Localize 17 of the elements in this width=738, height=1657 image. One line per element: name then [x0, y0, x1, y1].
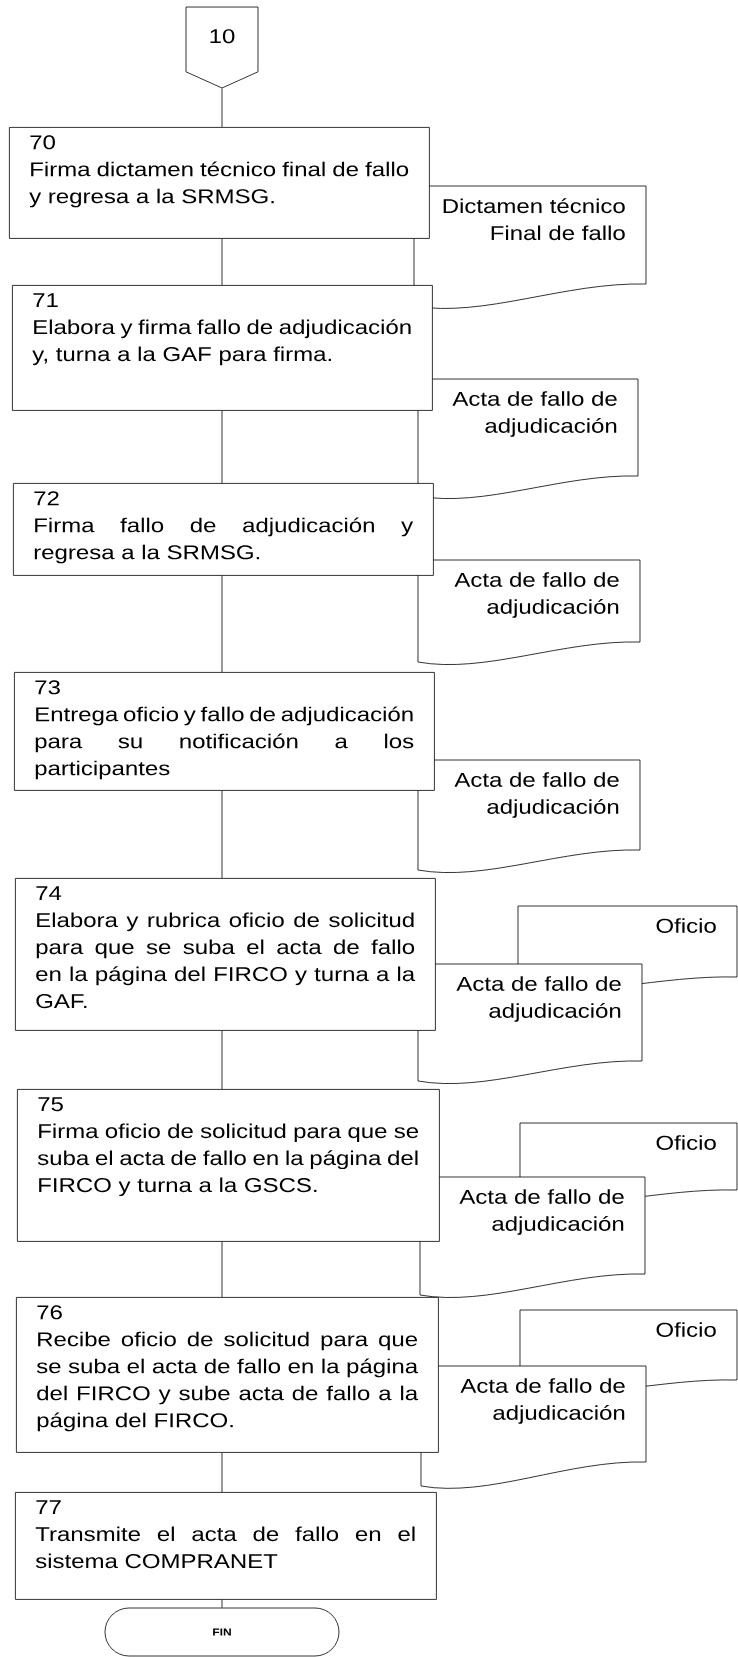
- process-box: 74 Elabora y rubrica oficio de solicitud para que se suba el acta de fallo en la página del FIRCO y turna a la GAF.: [15, 878, 436, 1031]
- connector-line: [221, 1599, 223, 1608]
- process-box: 70 Firma dictamen técnico final de fallo y regresa a la SRMSG.: [9, 127, 430, 239]
- process-box: 72 Firma fallo de adjudicación y regresa a la SRMSG.: [13, 483, 434, 576]
- connector-line: [221, 790, 223, 879]
- connector-line: [221, 1030, 223, 1090]
- connector-line: [221, 88, 223, 128]
- connector-line: [221, 1452, 223, 1493]
- connector-line: [221, 1241, 223, 1298]
- off-page-connector: 10: [185, 6, 259, 89]
- process-box: 75 Firma oficio de solicitud para que se suba el acta de fallo en la página del FIRCO y turna a la GSCS.: [17, 1089, 440, 1242]
- connector-line: [221, 575, 223, 673]
- process-box: 73 Entrega oficio y fallo de adjudicación para su notificación a los participantes: [14, 672, 435, 791]
- process-box: 71 Elabora y firma fallo de adjudicación y, turna a la GAF para firma.: [12, 285, 433, 411]
- connector-line: [221, 238, 223, 286]
- connector-line: [221, 410, 223, 484]
- process-box: 77 Transmite el acta de fallo en el sistema COMPRANET: [15, 1492, 437, 1600]
